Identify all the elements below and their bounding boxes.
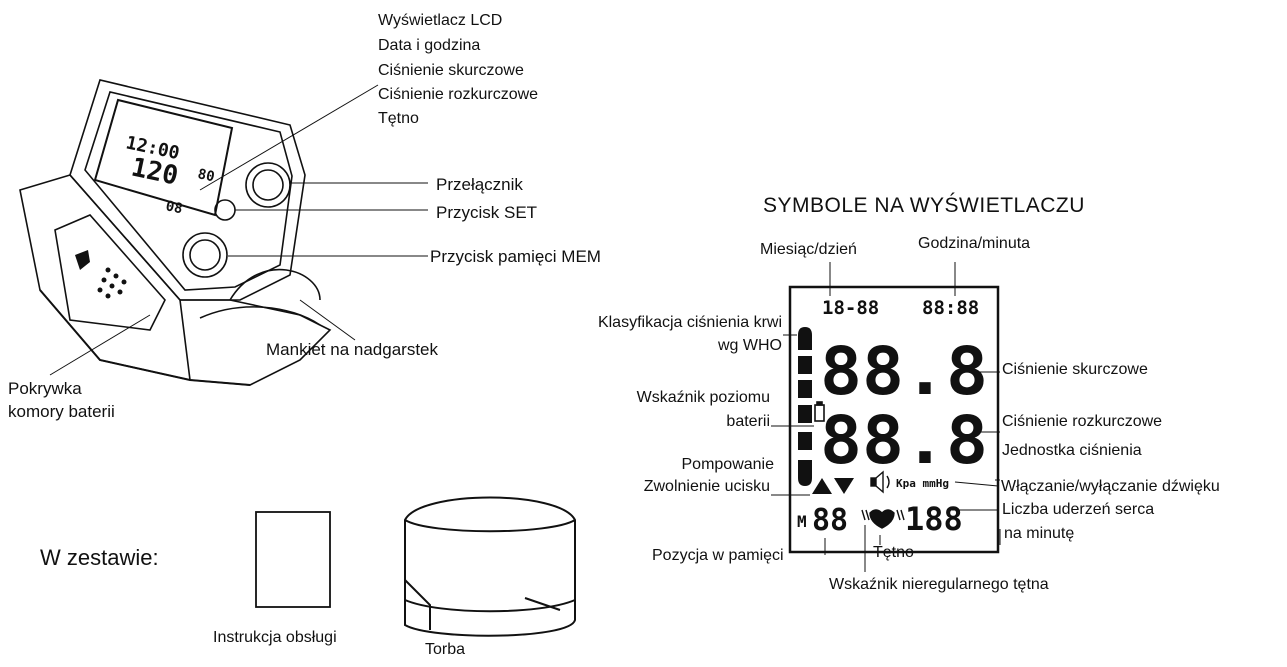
label-device-pulse: Tętno: [378, 110, 419, 127]
lcd-systolic-readout: 88.8: [820, 333, 988, 410]
who-classification-bars: [798, 327, 812, 486]
manual-shape: [255, 511, 331, 608]
label-who-2: wg WHO: [718, 337, 782, 354]
device-mem-readout: 08: [164, 198, 184, 217]
pump-release-icons: [812, 478, 854, 494]
set-button: [214, 199, 236, 221]
mem-button: [182, 232, 228, 278]
label-cuff: Mankiet na nadgarstek: [266, 340, 438, 359]
pump-triangle-icon: [812, 478, 832, 494]
label-hour-minute: Godzina/minuta: [918, 235, 1031, 252]
lcd-mem-letter: M: [797, 512, 807, 531]
lcd-date-readout: 18-88: [822, 297, 879, 319]
label-pulse: Tętno: [873, 544, 914, 561]
label-memory-position: Pozycja w pamięci: [652, 547, 784, 564]
sound-icon: [870, 470, 890, 494]
cuff-strap: [229, 268, 321, 301]
release-triangle-icon: [834, 478, 854, 494]
lcd-diastolic-readout: 88.8: [820, 402, 988, 479]
cuff-side: [19, 174, 191, 382]
lcd-pulse-readout: 188: [905, 500, 963, 538]
label-device-systolic: Ciśnienie skurczowe: [378, 62, 524, 79]
battery-cover-shape: [54, 214, 166, 331]
device-body: [69, 79, 306, 301]
label-device-diastolic: Ciśnienie rozkurczowe: [378, 86, 539, 103]
label-mem-button: Przycisk pamięci MEM: [430, 247, 601, 266]
label-release: Zwolnienie ucisku: [643, 478, 770, 495]
lcd-leader-lines: [771, 262, 1001, 572]
lcd-panel-frame: [788, 285, 1000, 554]
lcd-window: [93, 98, 234, 217]
irregular-heartbeat-icon: [861, 509, 905, 529]
label-unit: Jednostka ciśnienia: [1002, 442, 1142, 459]
label-battery-cover-1: Pokrywka: [8, 379, 82, 398]
battery-icon: [814, 401, 825, 422]
symbols-title: SYMBOLE NA WYŚWIETLACZU: [763, 194, 1085, 217]
label-sound: Włączanie/wyłączanie dźwięku: [1001, 478, 1220, 495]
label-bag: Torba: [425, 641, 466, 658]
label-who-1: Klasyfikacja ciśnienia krwi: [597, 314, 782, 331]
label-date-time: Data i godzina: [378, 37, 481, 54]
bag-shape: [404, 496, 576, 637]
label-battery-2: baterii: [726, 413, 770, 430]
label-switch: Przełącznik: [436, 175, 523, 194]
lcd-units-readout: Kpa mmHg: [896, 477, 949, 490]
kit-heading: W zestawie:: [40, 545, 159, 570]
speaker-holes: [75, 250, 127, 299]
label-systolic: Ciśnienie skurczowe: [1002, 361, 1148, 378]
label-irregular: Wskaźnik nieregularnego tętna: [829, 576, 1049, 593]
device-pulse-readout: 80: [196, 166, 216, 185]
device-leader-lines: [49, 84, 428, 376]
label-diastolic: Ciśnienie rozkurczowe: [1002, 413, 1163, 430]
label-set-button: Przycisk SET: [436, 203, 538, 222]
label-bpm-1: Liczba uderzeń serca: [1002, 501, 1155, 518]
switch-button: [245, 162, 291, 208]
label-battery-cover-2: komory baterii: [8, 402, 115, 421]
label-battery-1: Wskaźnik poziomu: [636, 389, 770, 406]
lcd-mem-readout: 88: [812, 503, 848, 538]
lcd-time-readout: 88:88: [922, 297, 979, 319]
label-pump: Pompowanie: [681, 456, 775, 473]
label-manual: Instrukcja obsługi: [213, 629, 337, 646]
label-month-day: Miesiąc/dzień: [760, 241, 857, 258]
label-bpm-2: na minutę: [1004, 525, 1075, 542]
label-lcd-display: Wyświetlacz LCD: [378, 12, 503, 29]
